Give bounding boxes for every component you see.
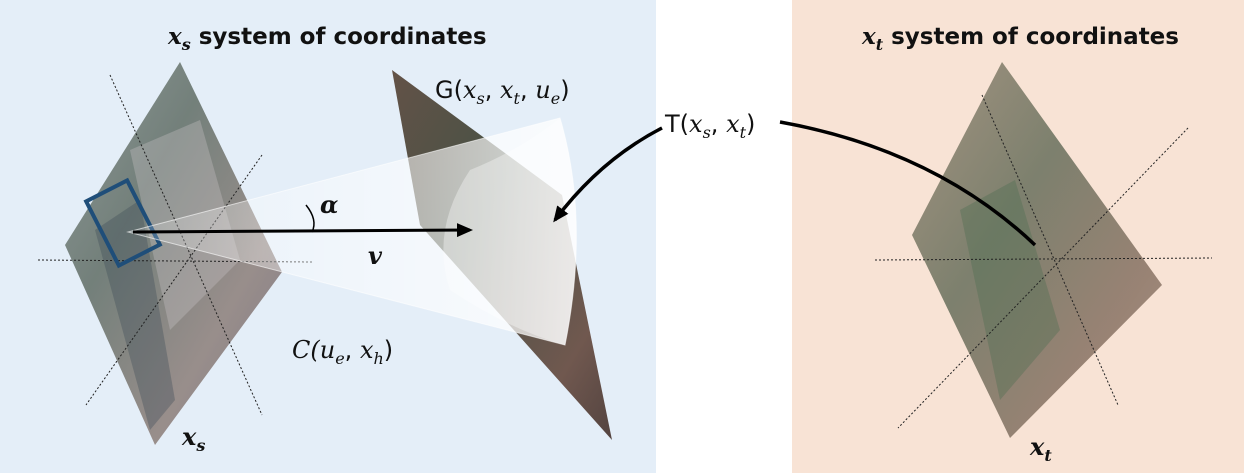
angle-label: α [320,190,338,219]
vector-label: v [368,241,383,270]
head-bounding-box [83,177,163,269]
right-panel-title: xt system of coordinates [861,23,1179,54]
transform-arrow-left [553,126,663,223]
gaze-function-label: G(xs, xt, ue) [435,76,570,108]
left-panel-title: xs system of coordinates [167,23,487,54]
cone-function-label: C(ue, xh) [292,336,393,368]
target-frame [912,62,1162,438]
target-frame-axes [874,94,1213,429]
source-frame-label: xs [181,422,205,455]
target-frame-label: xt [1029,432,1052,465]
gaze-vector-arrow [132,223,473,238]
transform-function-label: T(xs, xt) [664,110,755,142]
transform-connector-right [779,120,1037,247]
